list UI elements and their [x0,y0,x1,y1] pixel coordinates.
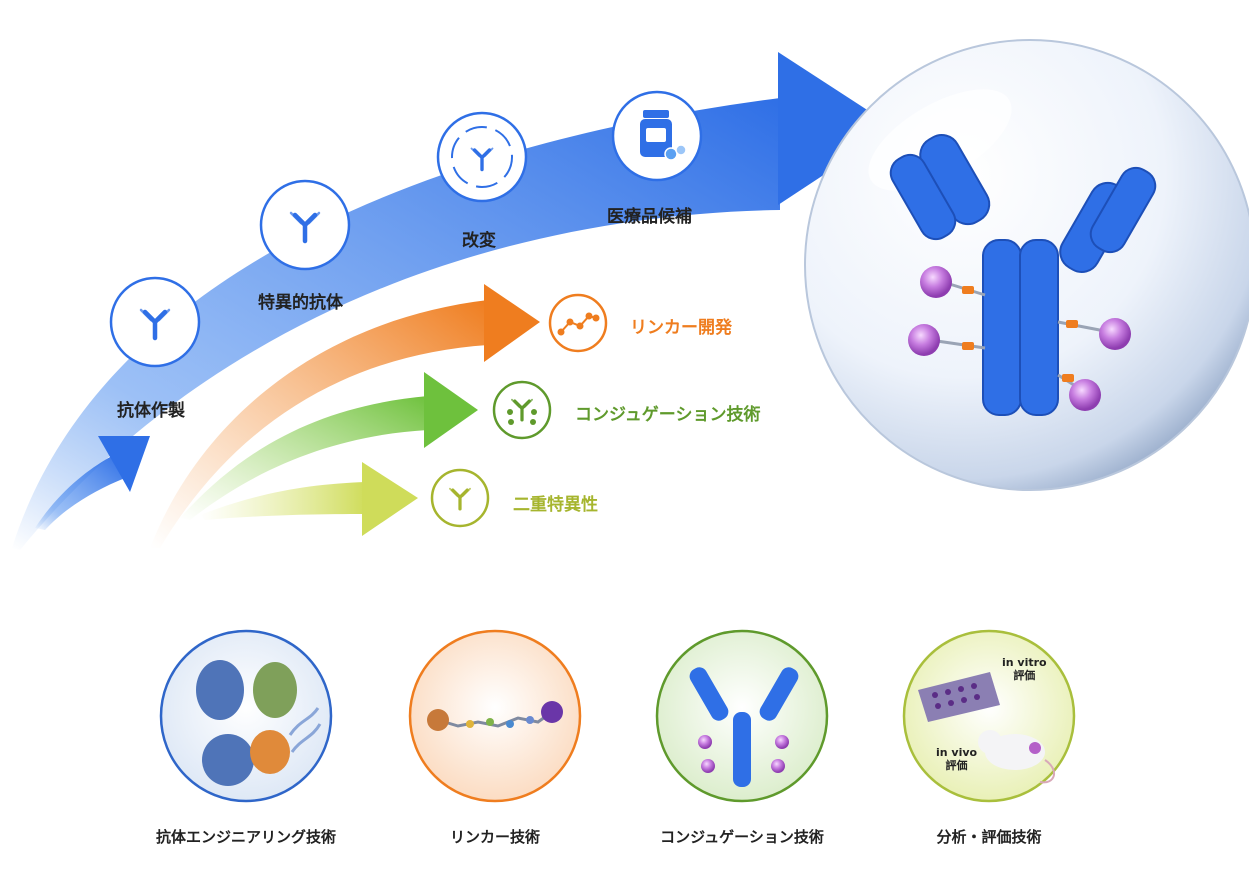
branch-label-linker-development: リンカー開発 [630,318,732,338]
analysis-evaluation-circle [902,629,1076,803]
step-label-modification: 改変 [462,231,496,251]
yellow-branch-arrow [200,462,418,536]
green-branch-arrow [180,372,478,520]
small-blue-arrow [35,436,150,530]
orange-branch-arrow [150,284,540,548]
step-label-drug-candidate: 医療品候補 [607,207,692,227]
antibody-drug-conjugate-sphere [804,39,1249,491]
bispecific-antibody-icon [430,468,490,528]
branch-label-bispecific: 二重特異性 [513,495,598,515]
in-vivo-label: in vivo 評価 [936,746,977,772]
in-vitro-text: in vitro [1002,656,1047,669]
in-vitro-eval-text: 評価 [1013,669,1036,682]
step-medicine-bottle-icon [611,90,703,182]
step-antibody-icon [109,276,201,368]
conjugated-antibody-icon [492,380,552,440]
bottom-label-conjugation-technology: コンジュゲーション技術 [660,828,824,846]
linker-chain-icon [548,293,608,353]
linker-technology-circle [408,629,582,803]
step-label-antibody-production: 抗体作製 [117,401,185,421]
step-antibody-cycle-icon [436,111,528,203]
in-vivo-text: in vivo [936,746,978,759]
main-blue-arrow [12,52,895,550]
conjugation-technology-circle [655,629,829,803]
bottom-label-analysis-evaluation: 分析・評価技術 [936,828,1042,846]
in-vitro-label: in vitro 評価 [1002,656,1047,682]
antibody-engineering-circle [159,629,333,803]
step-specific-antibody-icon [259,179,351,271]
branch-label-conjugation: コンジュゲーション技術 [575,405,761,425]
step-label-specific-antibody: 特異的抗体 [258,293,343,313]
bottom-label-linker-technology: リンカー技術 [449,828,541,846]
bottom-label-antibody-engineering: 抗体エンジニアリング技術 [155,828,337,846]
in-vivo-eval-text: 評価 [945,759,968,772]
